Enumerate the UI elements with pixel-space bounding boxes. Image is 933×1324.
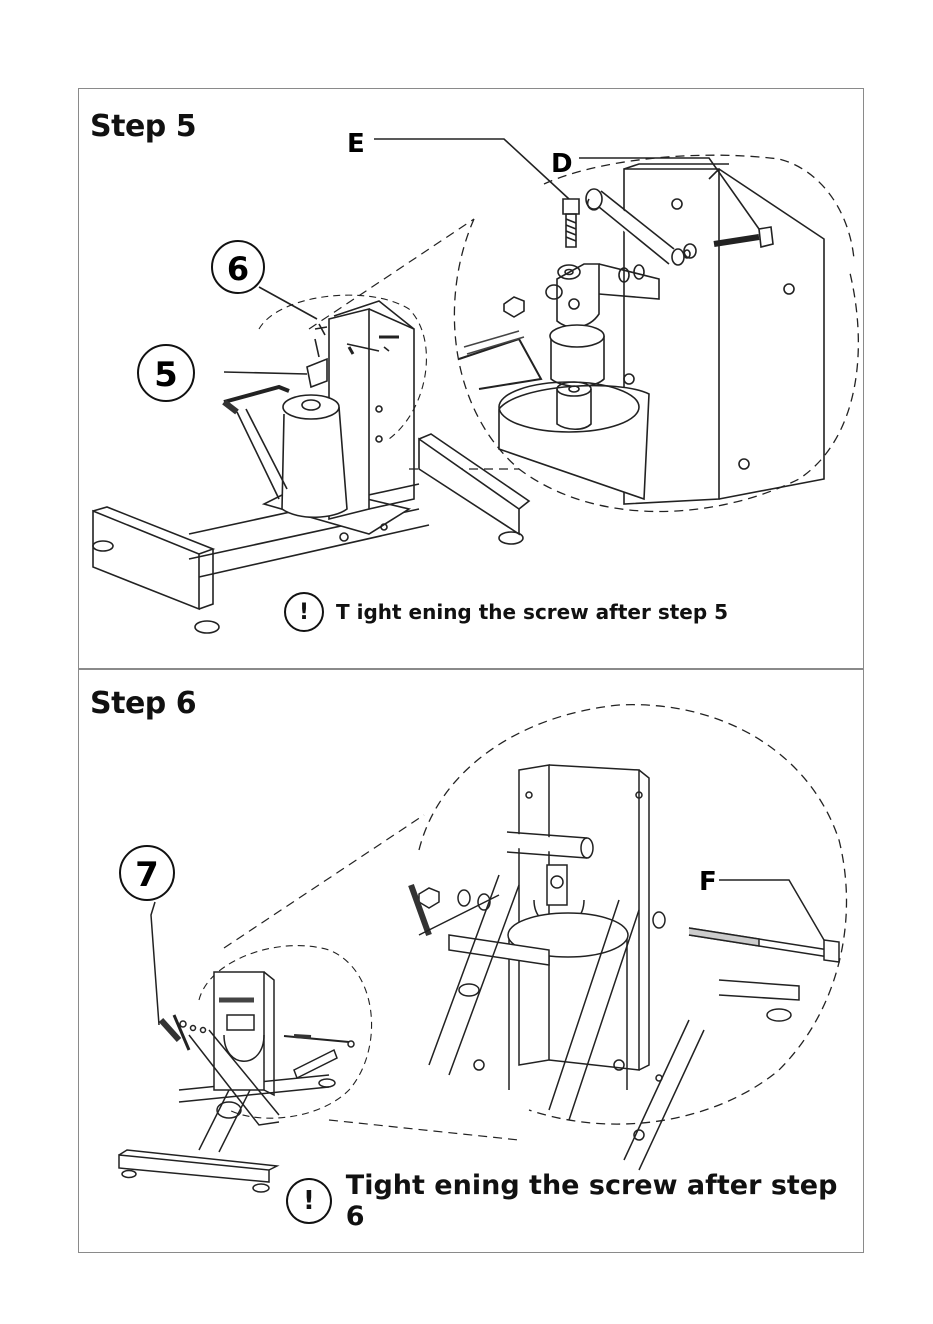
part-f-label: F — [699, 867, 717, 897]
exclamation-icon: ! — [286, 1178, 332, 1224]
step-6-note: ! Tight ening the screw after step 6 — [286, 1170, 863, 1232]
callout-6-label: 6 — [227, 250, 249, 288]
step-5-illustration: 6 5 E D — [79, 89, 865, 670]
step-6-note-text: Tight ening the screw after step 6 — [346, 1170, 863, 1232]
part-d-label: D — [551, 149, 573, 179]
part-e-label: E — [347, 129, 365, 159]
callout-5-label: 5 — [154, 355, 178, 395]
step-5-note: ! T ight ening the screw after step 5 — [284, 592, 728, 632]
exclamation-icon: ! — [284, 592, 324, 632]
step-5-note-text: T ight ening the screw after step 5 — [336, 600, 728, 624]
callout-7-label: 7 — [135, 855, 159, 895]
step-6-illustration: 7 F — [79, 670, 865, 1254]
step-5-panel: Step 5 — [78, 88, 864, 669]
step-6-panel: Step 6 — [78, 669, 864, 1253]
